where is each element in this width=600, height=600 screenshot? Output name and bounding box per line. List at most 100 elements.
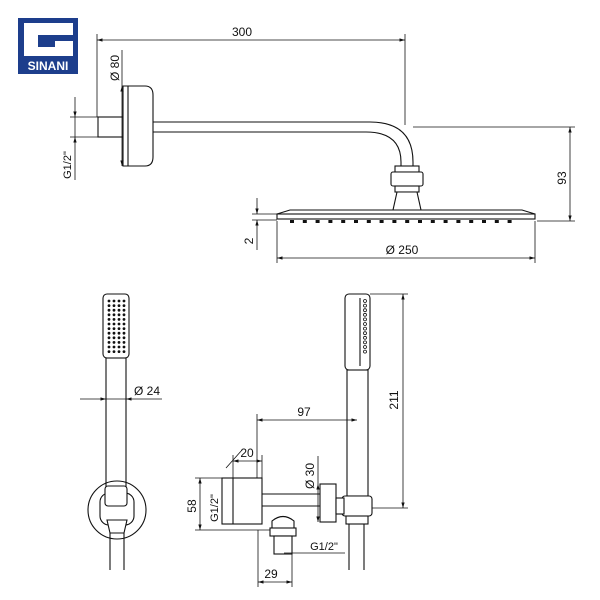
front-nozzle [107,308,111,312]
front-nozzle [117,304,121,307]
front-nozzle [117,322,121,326]
swivel-joint [392,191,422,211]
head-thickness-label: 2 [242,237,256,244]
length-label: 211 [387,390,401,409]
holder-arm [335,497,345,515]
hand-shower-side-dimensions: 211 97 20 Ø 30 58 G1/2" G1/2" 29 [185,293,408,587]
head-nozzle [430,220,435,223]
hose-outlet-cap [271,515,295,529]
front-nozzle [122,336,126,340]
front-nozzle [117,327,121,330]
handle-dia-label: Ø 24 [134,384,160,398]
front-nozzle [112,299,116,303]
head-nozzle [366,220,371,223]
head-nozzle [482,220,486,223]
front-nozzle [117,336,121,340]
overhead-dimensions: 300 Ø 80 G1/2" 93 2 Ø 250 [62,25,575,263]
front-nozzle [122,308,126,312]
front-nozzle [117,350,121,353]
front-nozzle [112,318,116,321]
head-nozzle [302,220,307,223]
side-nozzle [363,299,367,303]
shower-arm-inner [153,131,402,163]
front-nozzle [117,341,121,344]
side-nozzle [363,303,367,308]
head-nozzle [469,220,474,223]
hose-outlet-nut [269,527,297,537]
drop-height-label: 93 [555,171,569,185]
hose-thread-label: G1/2" [310,541,338,553]
front-nozzle [122,304,126,307]
front-nozzle [122,331,126,335]
front-nozzle [112,341,116,344]
front-nozzle [107,331,111,335]
head-nozzle [379,220,384,223]
front-nozzle [107,318,111,321]
flange-depth-leader [225,449,243,469]
hand-shower-front-dimensions: Ø 24 [80,384,162,401]
front-nozzle [112,327,116,330]
front-nozzle [117,318,121,321]
front-nozzle [122,318,126,321]
wall-thread-label: G1/2" [62,151,74,179]
wall-holder-rosette [87,480,147,540]
front-nozzle [112,331,116,335]
hand-shower-handle-side [346,369,369,497]
hand-shower-side-drawing [221,293,373,570]
overhead-shower-drawing [97,85,536,223]
front-nozzle [122,350,126,353]
head-nozzle [315,220,320,223]
side-nozzle [363,308,367,313]
head-nozzle [507,220,512,223]
head-nozzle [418,220,422,223]
hose-connector-side [345,515,369,525]
front-nozzle [107,304,111,307]
shower-head-plate [276,213,536,220]
front-nozzle [107,313,111,317]
side-nozzle [363,335,367,340]
side-nozzle [363,312,367,317]
front-nozzle [122,313,126,317]
hand-shower-front-drawing [87,293,147,570]
hand-shower-side-nozzles [363,299,367,354]
front-nozzle [107,350,111,353]
brand-logo: SINANI [18,18,78,74]
front-nozzle [117,345,121,349]
front-nozzle [107,322,111,326]
wall-flange [122,85,154,167]
front-nozzle [112,308,116,312]
head-nozzle [392,220,397,223]
flange-dia-label: Ø 80 [108,55,122,81]
wall-flange-side [221,477,263,525]
front-nozzle [112,350,116,353]
hand-shower-handle-front [105,357,127,493]
front-nozzle [107,341,111,344]
logo-mark [24,23,73,56]
head-nozzle [341,220,346,223]
head-swivel [394,185,420,193]
head-nozzle [443,220,448,223]
front-nozzle [117,299,121,303]
shower-arm-outer [153,121,414,163]
front-nozzle [122,322,126,326]
hand-shower-front-nozzles [107,299,126,353]
side-nozzle [363,345,367,349]
shower-head-top [276,209,536,215]
head-nut [390,171,424,187]
front-nozzle [107,299,111,303]
arm-length-label: 300 [232,25,252,39]
front-nozzle [117,331,121,335]
front-nozzle [112,336,116,340]
hand-shower-holder-side [341,495,373,517]
side-wall-thread-label: G1/2" [209,494,221,522]
front-nozzle [112,304,116,307]
hand-shower-head-front [102,293,130,359]
hose-outlet-thread [273,535,293,555]
side-nozzle [363,322,367,326]
head-nozzle [354,220,358,223]
head-nozzle [494,220,499,223]
front-nozzle [112,322,116,326]
hose-connector-front [106,519,128,534]
flange-depth-label: 20 [240,446,254,460]
